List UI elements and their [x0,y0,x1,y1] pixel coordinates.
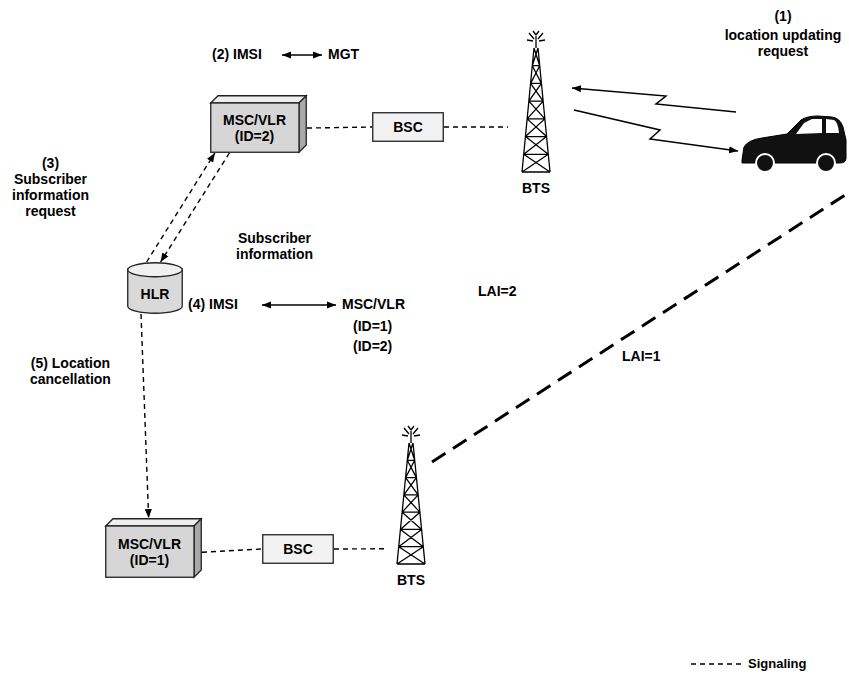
signaling-link [161,153,230,262]
car-window [826,119,839,133]
bts-tower: BTS [386,425,436,590]
message-label: (5) Location cancellation [30,355,111,387]
text-area: MSC/VLR (ID=2) [210,103,299,153]
location-area-boundary [432,195,845,462]
node-label: BSC [283,541,313,557]
msc-vlr-box: MSC/VLR (ID=2) [210,95,307,153]
node-label: BSC [393,119,423,135]
legend-sample [690,656,742,672]
node-label: HLR [141,286,170,302]
signaling-link [307,127,372,128]
box-outline [373,113,444,142]
legend-text: Signaling [748,657,807,672]
signaling-link [202,549,262,552]
mapping-label: MSC/VLR [342,296,405,312]
mapping-label: (ID=2) [353,338,392,354]
message-label: Subscriber information [236,230,313,262]
car-window [796,119,822,134]
text-area: BTS [386,570,436,590]
msc-vlr-box: MSC/VLR (ID=1) [105,518,202,578]
box-side [194,519,201,578]
text-area: MSC/VLR (ID=1) [105,526,194,578]
box-side [299,96,306,153]
text-area: BSC [372,112,444,142]
signaling-link [444,126,508,127]
node-label: MSC/VLR (ID=1) [110,536,189,568]
legend-line [691,663,741,664]
node-label: BTS [522,180,550,196]
area-label: LAI=1 [622,348,661,364]
radio-arrow [574,110,738,151]
mapping-label: (2) IMSI [212,46,262,62]
bsc-box: BSC [262,534,334,564]
tower-antenna [527,31,545,48]
callout-number: (1) [722,8,844,24]
radio-arrow [572,88,736,112]
tower-lattice [522,48,550,172]
text-area: BTS [508,178,564,198]
legend-entry: Signaling [690,656,807,672]
bts-tower: BTS [508,30,564,198]
car-wheel [756,154,774,172]
box-top [106,519,202,526]
mapping-arrow [262,304,336,306]
area-label: LAI=2 [478,283,517,299]
node-label: BTS [397,572,425,588]
mapping-label: (4) IMSI [188,296,238,312]
mapping-arrow [282,54,322,56]
mapping-label: MGT [328,46,359,62]
bts-tower-outline [386,425,436,590]
tower-lattice [397,443,425,564]
step-label: location updating request [722,27,844,59]
box-top [211,96,307,103]
signaling-link [141,314,149,518]
mapping-label: (ID=1) [353,318,392,334]
tower-antenna [402,426,420,443]
message-label: (3) Subscriber information request [12,155,89,219]
signaling-link [147,153,215,262]
cylinder-top [128,263,183,277]
signaling-link [334,548,386,550]
text-area: HLR [127,276,183,312]
box-front [106,526,194,577]
text-area: BSC [262,534,334,564]
box-outline [263,535,334,564]
car-wheel [817,154,835,172]
bts-tower-outline [508,30,564,198]
bsc-box: BSC [372,112,444,142]
node-label: MSC/VLR (ID=2) [215,112,294,144]
hlr-database: HLR [127,262,183,314]
box-front [211,103,299,152]
car-illustration [742,116,846,172]
